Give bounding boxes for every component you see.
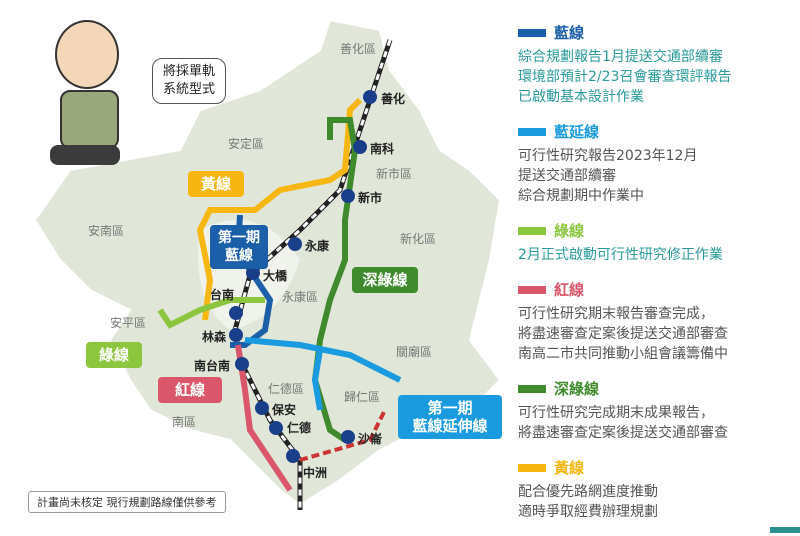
station-label: 沙崙 xyxy=(358,432,383,446)
legend-swatch xyxy=(518,285,546,294)
station-label: 善化 xyxy=(381,92,406,106)
legend-title: 黃線 xyxy=(518,457,800,478)
deepgreen-line-tag: 深綠線 xyxy=(352,267,418,293)
legend-title: 藍延線 xyxy=(518,121,800,142)
station-label: 保安 xyxy=(272,403,297,417)
legend-item: 綠線 2月正式啟動可行性研究修正作業 xyxy=(518,220,800,265)
legend-swatch xyxy=(518,226,546,235)
station-label: 新市 xyxy=(358,191,383,205)
station-label: 永康 xyxy=(305,239,330,253)
legend-name: 綠線 xyxy=(554,222,585,240)
green-line-tag: 綠線 xyxy=(86,342,142,368)
hsr-line xyxy=(299,409,387,462)
legend-text: 可行性研究期末報告審查完成， 將盡速審查定案後提送交通部審查 南高二市共同推動小… xyxy=(518,306,728,362)
yellow-line xyxy=(196,97,363,321)
legend-name: 藍線 xyxy=(554,24,585,42)
legend-name: 深綠線 xyxy=(554,380,600,398)
yellow-line-tag: 黃線 xyxy=(188,171,244,197)
corner-bar xyxy=(770,527,800,533)
legend-swatch xyxy=(518,384,546,393)
station-label: 南台南 xyxy=(194,359,231,373)
legend-title: 綠線 xyxy=(518,220,800,241)
district-label: 永康區 xyxy=(282,290,319,304)
station-label: 中洲 xyxy=(303,466,328,480)
blue-ext-line xyxy=(244,337,402,383)
legend-title: 深綠線 xyxy=(518,378,800,399)
station-label: 南科 xyxy=(370,142,395,156)
station-label: 大橋 xyxy=(263,269,288,283)
legend-title: 紅線 xyxy=(518,279,800,300)
district-label: 安定區 xyxy=(228,137,265,151)
station-label: 台南 xyxy=(210,288,235,302)
legend-text: 配合優先路網進度推動 適時爭取經費辦理規劃 xyxy=(518,484,658,520)
district-label: 新化區 xyxy=(400,232,437,246)
red-line xyxy=(235,344,293,492)
district-label: 關廟區 xyxy=(396,345,433,359)
legend-text: 綜合規劃報告1月提送交通部續審 環境部預計2/23召會審查環評報告 已啟動基本設… xyxy=(518,49,732,105)
legend-text: 2月正式啟動可行性研究修正作業 xyxy=(518,247,723,263)
district-label: 新市區 xyxy=(376,167,413,181)
legend-item: 藍線綜合規劃報告1月提送交通部續審 環境部預計2/23召會審查環評報告 已啟動基… xyxy=(518,22,800,107)
legend-swatch xyxy=(518,127,546,136)
blue-ext-line-tag: 第一期 藍線延伸線 xyxy=(398,395,502,439)
red-line-tag: 紅線 xyxy=(158,377,222,403)
green-line xyxy=(157,297,265,329)
legend-name: 黃線 xyxy=(554,459,585,477)
station-label: 仁德 xyxy=(287,421,312,435)
legend-name: 藍延線 xyxy=(554,123,600,141)
station-label: 林森 xyxy=(202,330,227,344)
legend-swatch xyxy=(518,28,546,37)
legend-item: 深綠線可行性研究完成期末成果報告， 將盡速審查定案後提送交通部審查 xyxy=(518,378,800,443)
legend-name: 紅線 xyxy=(554,281,585,299)
legend-text: 可行性研究完成期末成果報告， 將盡速審查定案後提送交通部審查 xyxy=(518,405,728,441)
disclaimer-note: 計畫尚未核定 現行規劃路線僅供參考 xyxy=(28,491,226,513)
district-label: 歸仁區 xyxy=(344,390,381,404)
speech-bubble: 將採單軌 系統型式 xyxy=(152,58,227,104)
district-label: 仁德區 xyxy=(268,382,305,396)
district-label: 安南區 xyxy=(88,224,125,238)
blue-line-tag: 第一期 藍線 xyxy=(210,225,268,269)
district-label: 南區 xyxy=(172,415,197,429)
district-label: 善化區 xyxy=(340,42,377,56)
legend-title: 藍線 xyxy=(518,22,800,43)
station-markers xyxy=(229,90,377,463)
legend-item: 紅線可行性研究期末報告審查完成， 將盡速審查定案後提送交通部審查 南高二市共同推… xyxy=(518,279,800,364)
legend-item: 藍延線可行性研究報告2023年12月 提送交通部續審 綜合規劃期中作業中 xyxy=(518,121,800,206)
legend-swatch xyxy=(518,463,546,472)
district-label: 安平區 xyxy=(110,316,147,330)
legend-item: 黃線配合優先路網進度推動 適時爭取經費辦理規劃 xyxy=(518,457,800,522)
legend: 藍線綜合規劃報告1月提送交通部續審 環境部預計2/23召會審查環評報告 已啟動基… xyxy=(518,22,800,536)
mascot xyxy=(45,20,135,170)
legend-text: 可行性研究報告2023年12月 提送交通部續審 綜合規劃期中作業中 xyxy=(518,148,698,204)
